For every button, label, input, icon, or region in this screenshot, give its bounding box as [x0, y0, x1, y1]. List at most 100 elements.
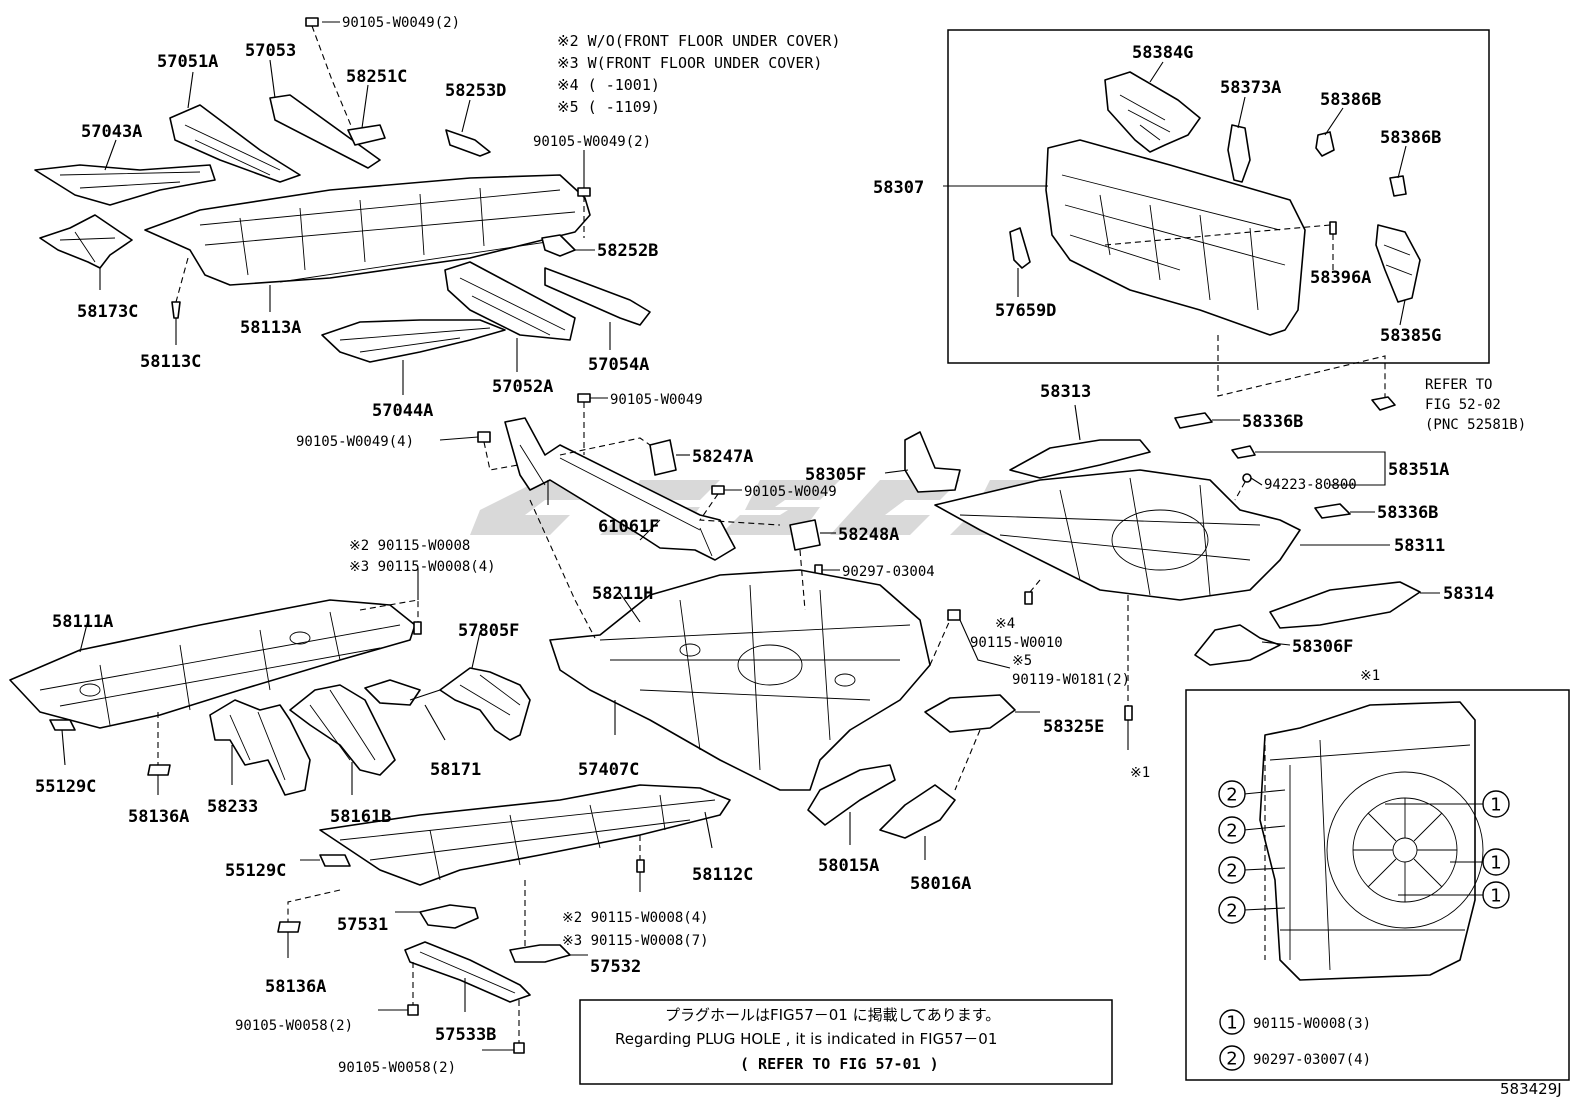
part-58112C-shape: [319, 784, 731, 886]
diagram-code: 583429J: [1500, 1080, 1562, 1098]
part-58113A-detail: [199, 187, 576, 283]
part-58111A-shape: [9, 599, 416, 729]
label-90105-W0058-b: 90105-W0058(2): [338, 1060, 456, 1076]
label-90105-W0049-c: 90105-W0049: [610, 392, 703, 408]
leader-panel-down: [1217, 335, 1386, 398]
part-58233-shape: [209, 699, 311, 796]
part-58396A-shape: [1329, 221, 1337, 235]
part-58173C-detail: [59, 231, 116, 263]
part-58311-detail: [959, 477, 1261, 596]
label-note4-mark: ※4: [995, 616, 1015, 632]
bolt-90115-W0008-b-shape: [636, 859, 645, 873]
part-58314-shape: [1269, 581, 1421, 629]
leader-58211H: [619, 592, 641, 623]
part-58111A-hole-b: [289, 631, 311, 645]
part-57533B-shape: [404, 941, 531, 1003]
leader-58386B-b: [1397, 145, 1407, 179]
label-58173C: 58173C: [77, 302, 138, 322]
part-57044A-detail: [339, 327, 491, 353]
part-58384G-shape: [1104, 71, 1201, 153]
leader-58113C: [175, 257, 189, 303]
part-58306F-shape: [1194, 624, 1281, 666]
label-90105-W0049-4: 90105-W0049(4): [296, 434, 414, 450]
part-58311-tire-well: [1111, 509, 1209, 571]
label-58016A: 58016A: [910, 874, 971, 894]
label-90105-W0058-a: 90105-W0058(2): [235, 1018, 353, 1034]
part-58252B-shape: [541, 234, 576, 257]
label-58314: 58314: [1443, 584, 1494, 604]
leader-55129C-a: [61, 729, 66, 766]
label-58313: 58313: [1040, 382, 1091, 402]
leader-58253D: [461, 99, 471, 133]
part-58386B-b-shape: [1389, 175, 1407, 197]
label-58211H: 58211H: [592, 584, 653, 604]
part-58325E-shape: [924, 694, 1016, 733]
bolt-90115-W0008-a-shape: [413, 621, 422, 635]
part-57659D-shape: [1009, 227, 1031, 269]
label-90115-W0008-7: ※3 90115-W0008(7): [562, 933, 709, 949]
bolt-ref1-shape: [1124, 705, 1133, 721]
label-58252B: 58252B: [597, 241, 658, 261]
leader-58247A-a: [559, 437, 651, 456]
part-58385G-detail: [1383, 244, 1413, 276]
inset-rear-floor-shape: [1259, 701, 1476, 981]
inset-floor-ribs: [1269, 739, 1471, 971]
plug-hole-note-ref: ( REFER TO FIG 57-01 ): [740, 1055, 939, 1073]
label-58136A-b: 58136A: [265, 977, 326, 997]
label-90105-W0049-2-mid: 90105-W0049(2): [533, 134, 651, 150]
note-2: ※2 W/O(FRONT FLOOR UNDER COVER): [557, 32, 841, 50]
part-57051A-detail: [184, 124, 281, 176]
part-58248A-shape: [789, 519, 821, 551]
label-58113A: 58113A: [240, 318, 301, 338]
label-94223-80800: 94223-80800: [1264, 477, 1357, 493]
bolt-90115-W0010-shape: [1024, 591, 1033, 605]
part-58373A-shape: [1227, 124, 1251, 183]
inset-callout-1a: 1: [1482, 790, 1510, 818]
bolt-90105-W0049-c-shape: [577, 393, 591, 403]
label-58253D: 58253D: [445, 81, 506, 101]
part-58307-detail: [1061, 174, 1286, 311]
plug-hole-note-jp: プラグホールはFIG57－01 に掲載してあります。: [665, 1006, 1000, 1024]
part-58253D-shape: [445, 129, 491, 157]
part-57051A-shape: [169, 104, 301, 183]
bolt-90105-W0049-d-shape: [711, 485, 725, 495]
label-58015A: 58015A: [818, 856, 879, 876]
label-90115-W0008-4: ※2 90115-W0008(4): [562, 910, 709, 926]
label-57051A: 57051A: [157, 52, 218, 72]
leader-58251C: [361, 84, 369, 129]
label-58325E: 58325E: [1043, 717, 1104, 737]
leader-58307-bolt: [1104, 224, 1331, 246]
part-58136A-a-shape: [147, 764, 171, 776]
label-refer-to: REFER TO: [1425, 377, 1492, 393]
inset-leader-2c: [1243, 867, 1286, 871]
part-58247A-shape: [649, 439, 677, 476]
inset-leader-2d: [1243, 907, 1286, 911]
bolt-90105-W0058-a-shape: [407, 1004, 419, 1016]
label-58384G: 58384G: [1132, 43, 1193, 63]
inset-callout-1b-num: 1: [1490, 853, 1501, 874]
part-58384G-detail: [1119, 94, 1171, 141]
leader-57053: [269, 59, 276, 99]
leader-58386B-a: [1324, 107, 1344, 136]
leader-bolt-top-down: [311, 25, 353, 129]
label-58306F: 58306F: [1292, 637, 1353, 657]
part-57407C-shape: [549, 569, 931, 791]
label-57659D: 57659D: [995, 301, 1056, 321]
label-58248A: 58248A: [838, 525, 899, 545]
part-57052A-shape: [444, 261, 576, 341]
inset-callout-2b-num: 2: [1226, 821, 1237, 842]
leader-58112C: [704, 811, 713, 849]
leader-58248A-down: [799, 549, 806, 611]
label-58111A: 58111A: [52, 612, 113, 632]
part-55129C-b-shape: [319, 854, 351, 867]
label-57053: 57053: [245, 41, 296, 61]
label-58113C: 58113C: [140, 352, 201, 372]
part-57407C-hole-a: [679, 643, 701, 657]
label-57043A: 57043A: [81, 122, 142, 142]
label-61061F: 61061F: [598, 517, 659, 537]
bolt-90105-W0058-b-shape: [513, 1042, 525, 1054]
leader-58305F: [884, 469, 909, 474]
label-fig-52-02: FIG 52-02: [1425, 397, 1501, 413]
bolt-90105-W0049-4-shape: [477, 431, 491, 443]
part-52581B-shape: [1371, 396, 1396, 411]
